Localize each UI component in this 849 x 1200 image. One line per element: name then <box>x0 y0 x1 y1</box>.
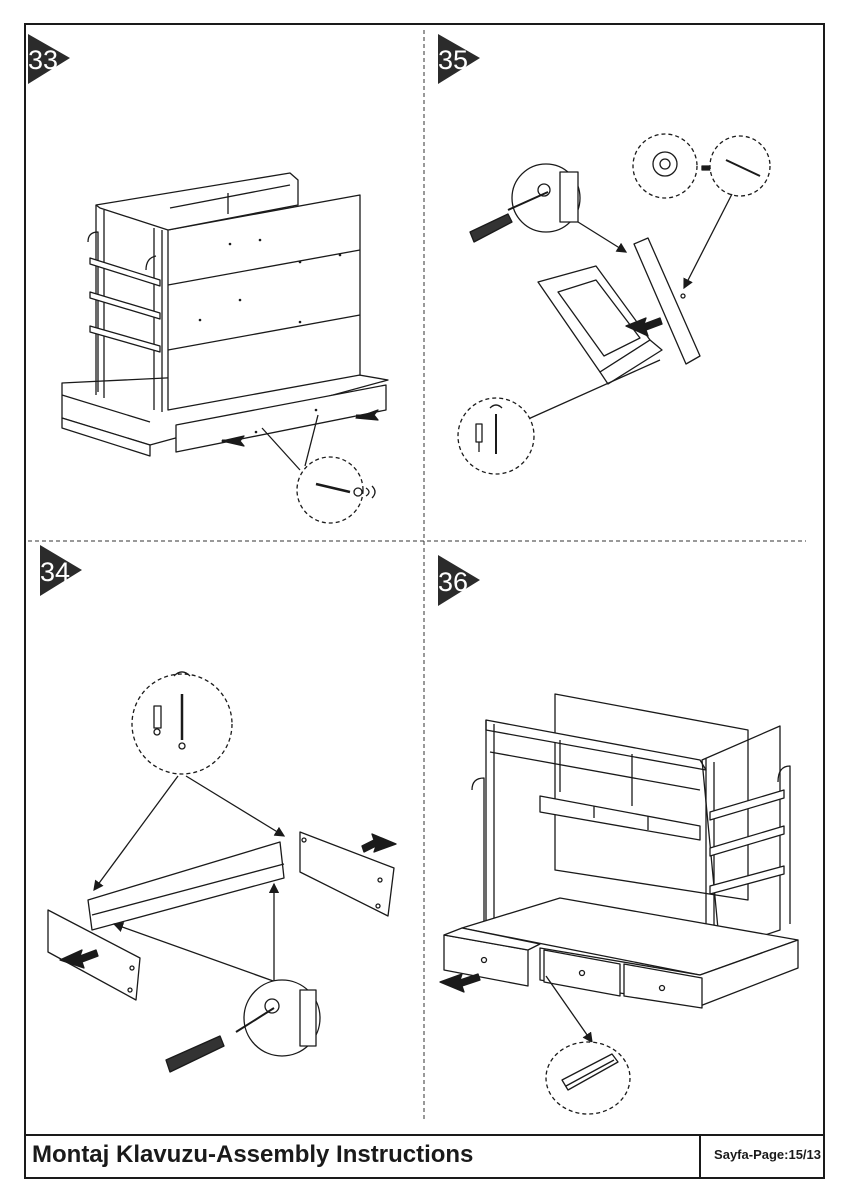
step-number-34: 34 <box>40 557 70 587</box>
page-number: Sayfa-Page:15/13 <box>714 1147 821 1162</box>
step-33-illustration <box>61 172 389 524</box>
step-number-33: 33 <box>28 45 58 75</box>
step-badge-33: 33 <box>28 34 70 84</box>
footer-title: Montaj Klavuzu-Assembly Instructions <box>32 1141 474 1168</box>
step-badge-36: 36 <box>438 555 480 606</box>
step-number-35: 35 <box>438 45 468 75</box>
step-badge-34: 34 <box>40 545 82 596</box>
footer: Montaj Klavuzu-Assembly Instructions Say… <box>24 1135 825 1179</box>
page-frame <box>24 23 825 1179</box>
step-36-illustration <box>439 693 799 1115</box>
step-number-36: 36 <box>438 567 468 597</box>
step-34-illustration <box>47 671 397 1073</box>
step-badge-35: 35 <box>438 34 480 84</box>
step-35-illustration <box>457 133 771 475</box>
